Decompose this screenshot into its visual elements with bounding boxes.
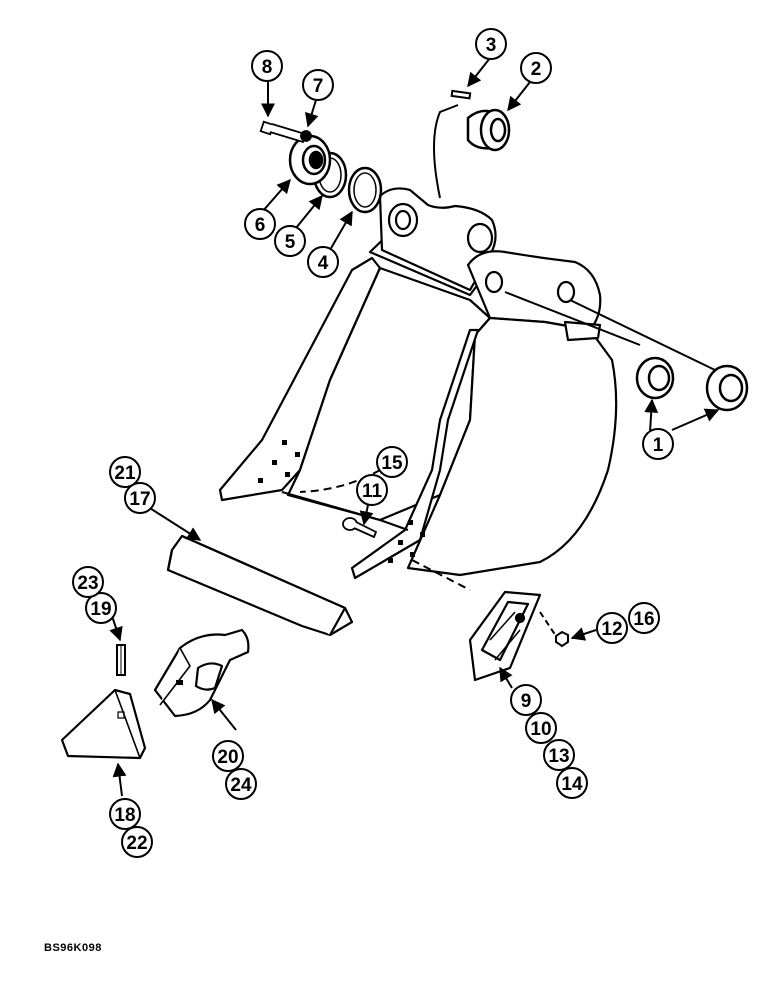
callout-label: 24 xyxy=(230,775,252,796)
washer-icon xyxy=(288,134,383,214)
callout-18: 18 xyxy=(109,798,141,830)
callout-label: 21 xyxy=(114,463,136,484)
callout-label: 7 xyxy=(313,76,324,97)
leader-lines xyxy=(109,57,720,797)
callout-label: 12 xyxy=(601,619,622,640)
callout-label: 2 xyxy=(531,59,542,80)
callout-16: 16 xyxy=(628,602,660,634)
callout-label: 9 xyxy=(521,691,532,712)
bucket-body xyxy=(218,187,618,580)
callout-24: 24 xyxy=(225,768,257,800)
callout-1: 1 xyxy=(642,428,674,460)
callout-2: 2 xyxy=(520,52,552,84)
callout-19: 19 xyxy=(85,592,117,624)
bushing-2-icon xyxy=(466,108,511,152)
callout-label: 16 xyxy=(633,609,654,630)
callout-label: 5 xyxy=(285,232,296,253)
callout-10: 10 xyxy=(525,712,557,744)
callout-label: 14 xyxy=(561,774,583,795)
cutting-edge-icon xyxy=(166,534,354,637)
bolt-icon xyxy=(259,120,312,144)
callout-label: 1 xyxy=(653,435,664,456)
callout-label: 6 xyxy=(255,215,266,236)
callout-15: 15 xyxy=(376,446,408,478)
callout-21: 21 xyxy=(109,456,141,488)
tooth-pin-icon xyxy=(116,644,126,676)
callout-6: 6 xyxy=(244,208,276,240)
callout-12: 12 xyxy=(596,612,628,644)
callout-11: 11 xyxy=(356,474,388,506)
callout-9: 9 xyxy=(510,684,542,716)
plow-bolt-icon xyxy=(342,517,378,539)
callout-label: 13 xyxy=(548,746,569,767)
callout-13: 13 xyxy=(543,739,575,771)
callout-label: 15 xyxy=(381,453,403,474)
callout-3: 3 xyxy=(475,28,507,60)
callout-14: 14 xyxy=(556,767,588,799)
callout-label: 3 xyxy=(486,35,497,56)
callout-20: 20 xyxy=(212,740,244,772)
callout-label: 20 xyxy=(217,747,238,768)
callout-label: 22 xyxy=(126,833,147,854)
callout-label: 11 xyxy=(362,481,383,502)
side-cutter-icon xyxy=(468,590,542,682)
callout-4: 4 xyxy=(307,246,339,278)
callout-label: 23 xyxy=(77,573,98,594)
tooth-icon xyxy=(60,688,147,760)
nut-icon xyxy=(555,630,569,648)
callout-23: 23 xyxy=(72,566,104,598)
callout-label: 4 xyxy=(318,253,329,274)
pin-shaft xyxy=(433,104,716,371)
bushing-icon xyxy=(635,356,749,412)
callout-label: 17 xyxy=(129,489,150,510)
figure-code: BS96K098 xyxy=(44,942,102,954)
callout-5: 5 xyxy=(274,225,306,257)
callout-8: 8 xyxy=(251,50,283,82)
callout-label: 10 xyxy=(530,719,551,740)
tooth-adapter-icon xyxy=(153,628,250,718)
callout-label: 19 xyxy=(90,599,111,620)
callout-label: 18 xyxy=(114,805,135,826)
roll-pin-icon xyxy=(450,89,472,100)
callout-22: 22 xyxy=(121,826,153,858)
callout-7: 7 xyxy=(302,69,334,101)
callout-17: 17 xyxy=(124,482,156,514)
callout-label: 8 xyxy=(262,57,273,78)
